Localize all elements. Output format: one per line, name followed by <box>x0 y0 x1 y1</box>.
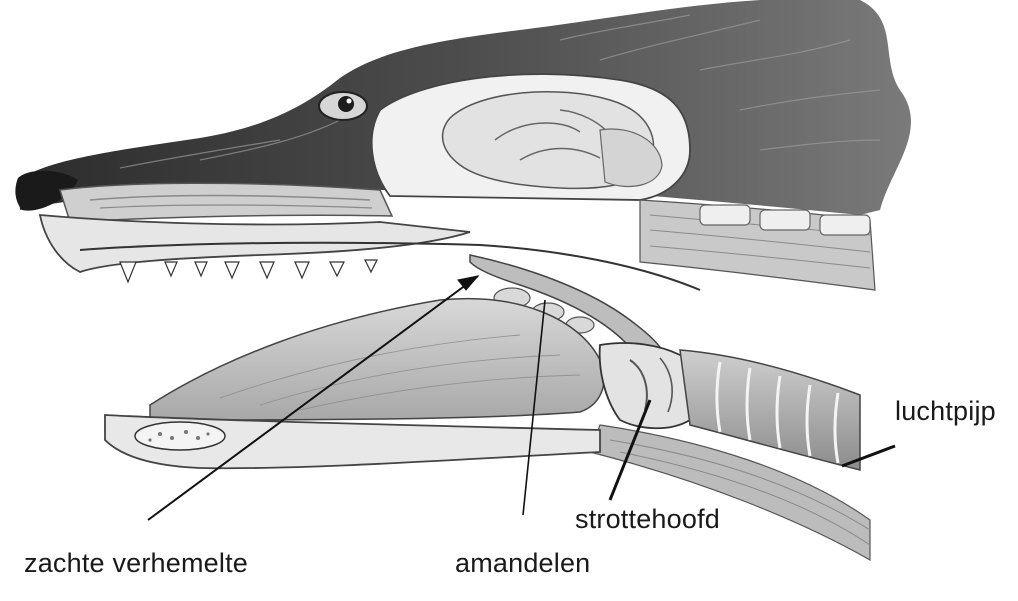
label-soft-palate: zachte verhemelte <box>24 548 248 579</box>
label-tonsils: amandelen <box>455 548 590 579</box>
label-larynx: strottehoofd <box>575 504 720 535</box>
eye-pupil <box>338 96 354 112</box>
upper-teeth <box>120 260 377 282</box>
mandible-symphysis <box>135 422 225 450</box>
label-trachea: luchtpijp <box>895 396 996 427</box>
tongue <box>150 299 604 420</box>
nasal-cavity <box>60 183 392 222</box>
neck-upper <box>640 200 875 290</box>
